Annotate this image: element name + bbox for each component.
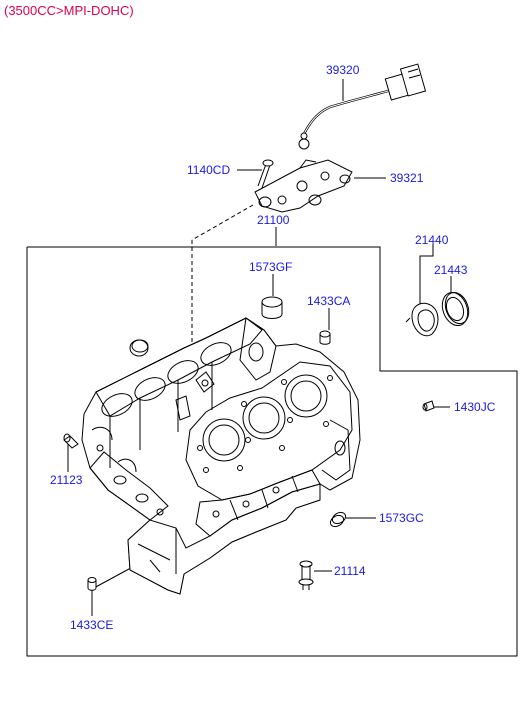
part-label-21440[interactable]: 21440 bbox=[415, 233, 449, 247]
part-label-1433CA[interactable]: 1433CA bbox=[307, 294, 351, 308]
plug-21123 bbox=[63, 433, 79, 449]
part-label-21443[interactable]: 21443 bbox=[434, 263, 468, 277]
part-label-1430JC[interactable]: 1430JC bbox=[454, 400, 496, 414]
part-label-21123[interactable]: 21123 bbox=[50, 473, 83, 487]
dowel-1433CA bbox=[319, 330, 331, 345]
knock-sensor-harness bbox=[298, 63, 427, 150]
dowel-1433CE bbox=[87, 577, 97, 591]
part-label-1573GF[interactable]: 1573GF bbox=[249, 260, 293, 274]
part-label-1573GC[interactable]: 1573GC bbox=[379, 511, 424, 525]
plug-1573GF bbox=[261, 296, 283, 319]
part-label-21114[interactable]: 21114 bbox=[334, 564, 366, 578]
leader-21440 bbox=[419, 244, 434, 308]
part-label-1433CE[interactable]: 1433CE bbox=[70, 618, 114, 632]
part-label-1140CD[interactable]: 1140CD bbox=[187, 163, 231, 177]
oil-seal-case-21440 bbox=[405, 302, 439, 337]
core-plug-left bbox=[129, 339, 149, 357]
plug-1573GC bbox=[329, 511, 347, 528]
part-label-39320[interactable]: 39320 bbox=[326, 63, 360, 77]
bolt-21114 bbox=[298, 560, 314, 590]
part-label-39321[interactable]: 39321 bbox=[390, 171, 424, 185]
part-label-21100[interactable]: 21100 bbox=[257, 213, 290, 227]
bolt-1140CD bbox=[257, 159, 274, 189]
cylinder-block bbox=[81, 317, 361, 595]
dash-line-bracket bbox=[191, 204, 254, 241]
pin-1430JC bbox=[422, 400, 435, 412]
page-title: (3500CC>MPI-DOHC) bbox=[4, 3, 134, 18]
bracket-39321 bbox=[254, 159, 353, 213]
assembly-frame bbox=[26, 246, 518, 657]
oil-seal-21443 bbox=[441, 292, 470, 326]
